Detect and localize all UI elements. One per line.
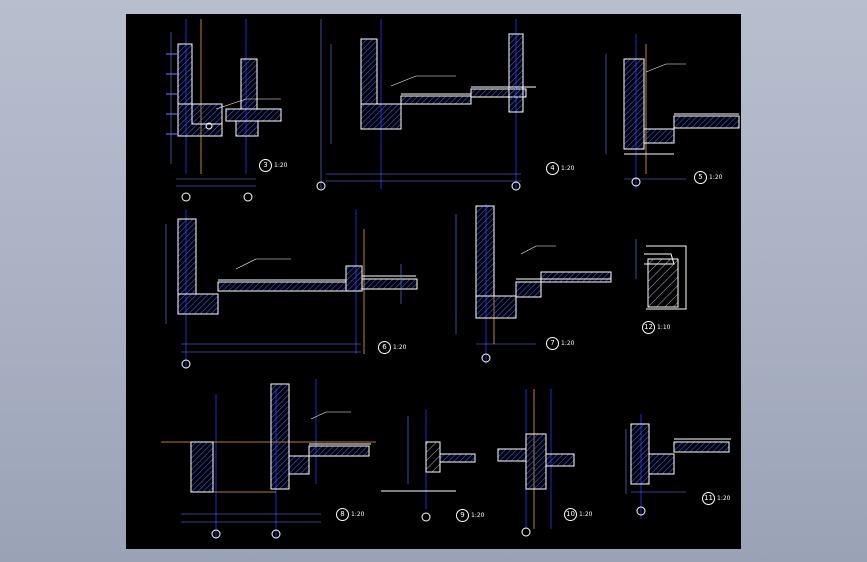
detail-11-section (625, 414, 731, 519)
detail-4-section (316, 19, 536, 191)
detail-number: 9 (456, 509, 469, 522)
detail-scale: 1:20 (717, 495, 731, 502)
detail-8-section (161, 379, 376, 539)
detail-scale: 1:20 (393, 344, 407, 351)
detail-scale: 1:10 (657, 324, 671, 331)
detail-scale: 1:20 (709, 174, 723, 181)
detail-scale: 1:20 (579, 511, 593, 518)
detail-number: 3 (259, 159, 272, 172)
detail-number: 11 (702, 492, 715, 505)
detail-scale: 1:20 (351, 511, 365, 518)
construction-details-drawing (161, 19, 740, 539)
detail-9-section (381, 409, 476, 522)
detail-6-section (165, 209, 418, 369)
detail-3-section (166, 19, 282, 202)
detail-number: 10 (564, 508, 577, 521)
detail-scale: 1:20 (561, 340, 575, 347)
detail-scale: 1:20 (274, 162, 288, 169)
detail-number: 7 (546, 337, 559, 350)
detail-number: 6 (378, 341, 391, 354)
detail-number: 12 (642, 321, 655, 334)
detail-5-section (605, 34, 740, 189)
detail-10-section (497, 389, 575, 537)
detail-number: 8 (336, 508, 349, 521)
detail-scale: 1:20 (471, 512, 485, 519)
detail-scale: 1:20 (561, 165, 575, 172)
detail-12-section (635, 239, 687, 310)
detail-number: 4 (546, 162, 559, 175)
detail-number: 5 (694, 171, 707, 184)
detail-7-section (455, 204, 612, 364)
